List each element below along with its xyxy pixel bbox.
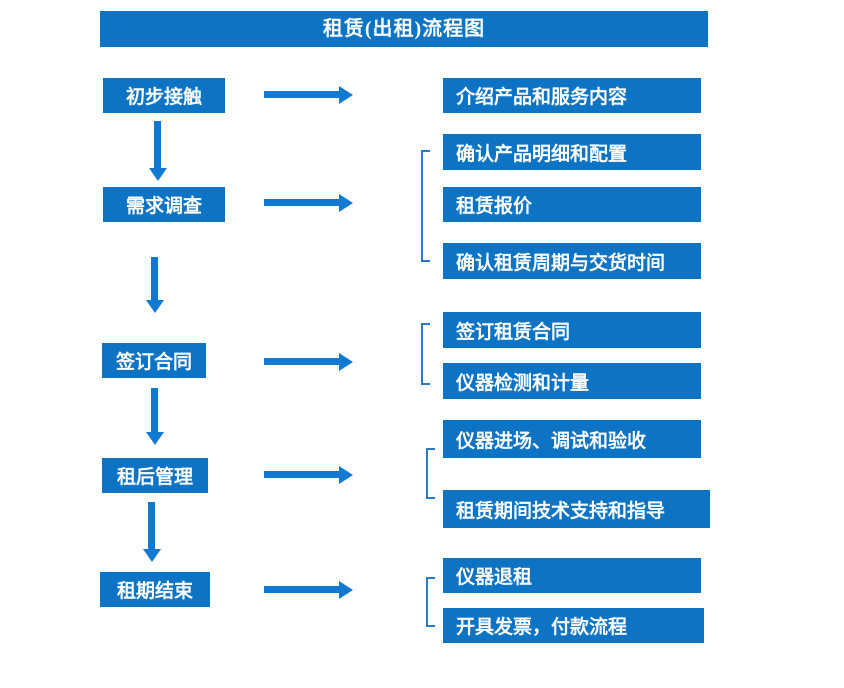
arrow-shaft (264, 586, 340, 593)
arrow-shaft (151, 257, 158, 300)
arrow-head (143, 549, 161, 562)
arrow-head (339, 86, 353, 104)
output-box-2-3: 确认租赁周期与交货时间 (443, 243, 701, 279)
right-arrow-icon (264, 86, 353, 104)
arrow-head (339, 194, 353, 212)
output-box-5-1: 仪器退租 (443, 558, 701, 593)
group-bracket-icon (421, 150, 430, 262)
stage-box-1: 初步接触 (103, 78, 225, 113)
down-arrow-icon (149, 121, 167, 181)
right-arrow-icon (264, 466, 353, 484)
stage-box-3: 签订合同 (102, 343, 206, 378)
right-arrow-icon (264, 581, 353, 599)
output-box-1-1: 介绍产品和服务内容 (443, 78, 701, 113)
group-bracket-icon (421, 323, 430, 385)
group-bracket-icon (426, 448, 435, 499)
stage-box-2: 需求调查 (103, 187, 225, 222)
arrow-shaft (148, 502, 155, 549)
down-arrow-icon (143, 502, 161, 562)
arrow-shaft (264, 471, 340, 478)
stage-box-4: 租后管理 (102, 458, 208, 493)
output-box-5-2: 开具发票，付款流程 (443, 608, 704, 643)
output-box-3-1: 签订租赁合同 (443, 312, 701, 348)
arrow-shaft (154, 121, 161, 168)
stage-box-5: 租期结束 (100, 572, 210, 607)
output-box-2-2: 租赁报价 (443, 187, 701, 222)
arrow-head (146, 300, 164, 313)
right-arrow-icon (264, 194, 353, 212)
group-bracket-icon (426, 577, 435, 627)
arrow-head (339, 466, 353, 484)
right-arrow-icon (264, 353, 353, 371)
arrow-shaft (264, 199, 340, 206)
arrow-shaft (264, 358, 340, 365)
flowchart-title: 租赁(出租)流程图 (100, 11, 708, 47)
down-arrow-icon (146, 388, 164, 445)
output-box-4-2: 租赁期间技术支持和指导 (443, 490, 710, 528)
output-box-3-2: 仪器检测和计量 (443, 363, 701, 399)
output-box-4-1: 仪器进场、调试和验收 (443, 420, 701, 458)
down-arrow-icon (146, 257, 164, 313)
output-box-2-1: 确认产品明细和配置 (443, 134, 701, 170)
arrow-head (339, 581, 353, 599)
arrow-head (339, 353, 353, 371)
arrow-shaft (151, 388, 158, 432)
arrow-shaft (264, 91, 340, 98)
arrow-head (146, 432, 164, 445)
arrow-head (149, 168, 167, 181)
